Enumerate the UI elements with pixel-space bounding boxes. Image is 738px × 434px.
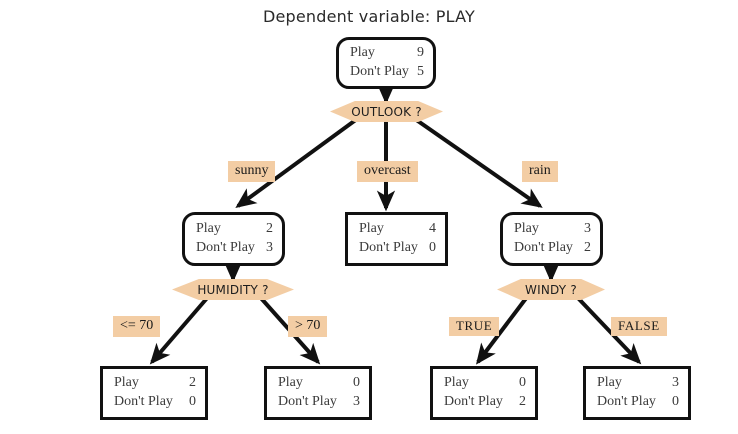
dont-play-label: Don't Play [350,63,409,79]
node-windy-true: Play 0 Don't Play 2 [430,366,538,420]
node-sunny-dontplay-row: Don't Play 3 [196,239,273,257]
dont-play-label: Don't Play [278,393,337,409]
node-leaf-dontplay-row: Don't Play 0 [114,393,196,411]
branch-label-sunny: sunny [228,161,276,182]
node-overcast-play-row: Play 4 [359,220,436,238]
diamond-shape [330,101,443,122]
node-leaf-play-row: Play 3 [597,374,679,392]
play-count: 0 [353,375,360,391]
dont-play-label: Don't Play [597,393,656,409]
dont-play-count: 0 [429,239,436,255]
node-humidity-le70: Play 2 Don't Play 0 [100,366,208,420]
branch-label-humidity-le70: <= 70 [113,316,161,337]
node-leaf-play-row: Play 0 [444,374,526,392]
play-count: 2 [266,221,273,237]
node-leaf-play-row: Play 2 [114,374,196,392]
node-overcast-dontplay-row: Don't Play 0 [359,239,436,257]
dont-play-count: 5 [417,63,424,79]
node-rain: Play 3 Don't Play 2 [500,212,603,266]
branch-label-windy-false: FALSE [611,317,667,337]
decision-humidity-label: HUMIDITY ? [197,282,269,297]
node-overcast: Play 4 Don't Play 0 [345,212,448,266]
dont-play-count: 3 [266,239,273,255]
decision-windy-label: WINDY ? [525,282,577,297]
branch-label-overcast: overcast [357,161,418,182]
play-label: Play [514,221,539,237]
page-title: Dependent variable: PLAY [262,7,476,26]
decision-humidity: HUMIDITY ? [172,279,294,300]
play-label: Play [444,375,469,391]
play-count: 3 [584,221,591,237]
node-leaf-dontplay-row: Don't Play 2 [444,393,526,411]
node-humidity-gt70: Play 0 Don't Play 3 [264,366,372,420]
play-count: 2 [189,375,196,391]
play-label: Play [597,375,622,391]
node-leaf-dontplay-row: Don't Play 3 [278,393,360,411]
node-sunny-play-row: Play 2 [196,220,273,238]
node-root: Play 9 Don't Play 5 [336,37,436,89]
dont-play-label: Don't Play [514,239,573,255]
dont-play-count: 2 [519,393,526,409]
dont-play-label: Don't Play [114,393,173,409]
branch-label-humidity-gt70: > 70 [288,316,328,337]
play-label: Play [114,375,139,391]
node-root-dontplay-row: Don't Play 5 [350,63,424,81]
play-count: 9 [417,45,424,61]
play-label: Play [359,221,384,237]
dont-play-count: 3 [353,393,360,409]
dont-play-label: Don't Play [196,239,255,255]
branch-label-rain: rain [522,161,558,182]
dont-play-label: Don't Play [444,393,503,409]
dont-play-count: 0 [189,393,196,409]
dont-play-count: 2 [584,239,591,255]
decision-outlook-label: OUTLOOK ? [351,104,422,119]
play-label: Play [350,45,375,61]
diamond-shape [497,279,605,300]
decision-windy: WINDY ? [497,279,605,300]
node-rain-dontplay-row: Don't Play 2 [514,239,591,257]
node-root-play-row: Play 9 [350,44,424,62]
node-leaf-dontplay-row: Don't Play 0 [597,393,679,411]
dont-play-label: Don't Play [359,239,418,255]
play-label: Play [278,375,303,391]
diamond-shape [172,279,294,300]
decision-outlook: OUTLOOK ? [330,101,443,122]
play-count: 4 [429,221,436,237]
play-count: 0 [519,375,526,391]
branch-label-windy-true: TRUE [449,317,500,337]
node-windy-false: Play 3 Don't Play 0 [583,366,691,420]
dont-play-count: 0 [672,393,679,409]
node-leaf-play-row: Play 0 [278,374,360,392]
node-rain-play-row: Play 3 [514,220,591,238]
play-count: 3 [672,375,679,391]
node-sunny: Play 2 Don't Play 3 [182,212,285,266]
play-label: Play [196,221,221,237]
